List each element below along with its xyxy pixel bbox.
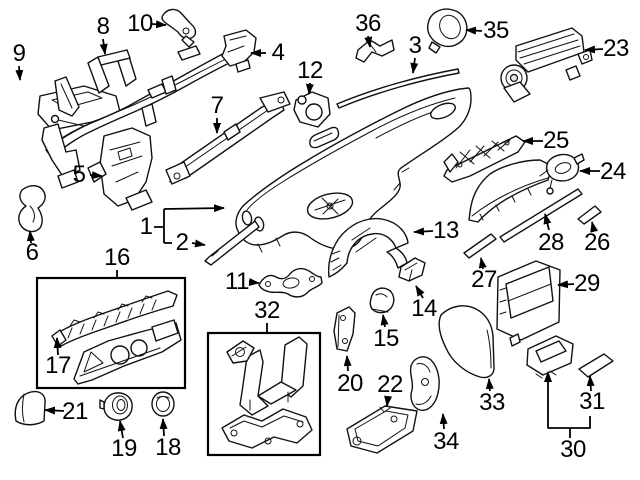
callout-31: 31 bbox=[579, 388, 605, 415]
part-15-end-cap bbox=[369, 287, 395, 314]
callout-16: 16 bbox=[104, 244, 130, 271]
callout-33: 33 bbox=[479, 389, 505, 416]
callout-28: 28 bbox=[538, 229, 564, 256]
part-9-trim-strip bbox=[54, 76, 80, 117]
callout-23: 23 bbox=[603, 35, 629, 62]
callout-4: 4 bbox=[271, 39, 285, 66]
part-35-vent-pod bbox=[426, 8, 468, 54]
part-11-support-bracket bbox=[258, 267, 323, 298]
callout-26: 26 bbox=[584, 229, 610, 256]
part-18-seal-ring bbox=[151, 391, 175, 417]
part-25-truss-bracket bbox=[443, 135, 526, 183]
part-33-console-side-panel bbox=[438, 305, 495, 379]
callout-11: 11 bbox=[225, 268, 249, 295]
part-20-side-bracket bbox=[333, 306, 356, 352]
part-36-clip bbox=[355, 39, 395, 63]
callout-25: 25 bbox=[543, 127, 569, 154]
callout-15: 15 bbox=[373, 325, 399, 352]
part-12-mount-plate bbox=[293, 91, 331, 128]
callout-17: 17 bbox=[45, 352, 71, 379]
part-34-side-trim bbox=[409, 356, 440, 411]
part-21-cover-cap bbox=[14, 390, 46, 426]
part-24-support-clamp bbox=[468, 153, 585, 223]
group-box-32 bbox=[206, 323, 322, 457]
part-27-trim-strip bbox=[463, 233, 497, 259]
part-19-grommet bbox=[99, 392, 133, 421]
callout-20: 20 bbox=[337, 370, 363, 397]
callout-21: 21 bbox=[62, 398, 88, 425]
part-2-trim-strip bbox=[204, 220, 260, 266]
part-17-glovebox-rail bbox=[51, 290, 178, 347]
callout-14: 14 bbox=[411, 295, 437, 322]
part-13-cluster-hood bbox=[327, 217, 409, 278]
part-28-trim-strip bbox=[499, 188, 583, 243]
callout-1: 1 bbox=[139, 213, 153, 240]
callout-13: 13 bbox=[433, 217, 459, 244]
callout-34: 34 bbox=[433, 428, 459, 455]
callout-29: 29 bbox=[574, 270, 600, 297]
part-6-bracket bbox=[18, 185, 46, 233]
part-14-corner-bracket bbox=[398, 257, 426, 282]
part-32-console-bracket bbox=[221, 336, 313, 449]
part-8-bracket bbox=[87, 49, 137, 94]
callout-10: 10 bbox=[127, 10, 153, 37]
part-5-bracket-panel bbox=[87, 127, 153, 211]
leader-lines bbox=[15, 20, 604, 439]
callout-9: 9 bbox=[12, 40, 26, 67]
part-1-instrument-panel bbox=[235, 87, 472, 253]
part-26-trim-strip bbox=[577, 205, 602, 225]
callout-18: 18 bbox=[155, 434, 181, 461]
callout-6: 6 bbox=[25, 239, 39, 266]
callout-32: 32 bbox=[254, 297, 280, 324]
callout-5: 5 bbox=[72, 161, 86, 188]
part-22-closeout-panel bbox=[346, 405, 418, 454]
callout-24: 24 bbox=[600, 158, 626, 185]
callout-22: 22 bbox=[377, 371, 403, 398]
callout-30: 30 bbox=[560, 436, 586, 463]
group-box-16 bbox=[35, 270, 187, 390]
callout-2: 2 bbox=[175, 229, 189, 256]
part-3-trim-strip bbox=[336, 68, 460, 109]
callout-19: 19 bbox=[111, 435, 137, 462]
part-10-bracket bbox=[161, 8, 197, 48]
callout-36: 36 bbox=[355, 10, 381, 37]
glovebox-trim-panel bbox=[73, 319, 182, 385]
callout-12: 12 bbox=[297, 57, 323, 84]
callout-8: 8 bbox=[96, 13, 110, 40]
part-31-insert-mat bbox=[578, 353, 614, 378]
part-30-storage-tray bbox=[526, 335, 574, 379]
callout-7: 7 bbox=[210, 92, 224, 119]
part-23-airbag-module bbox=[500, 27, 593, 103]
callout-3: 3 bbox=[408, 32, 422, 59]
callout-35: 35 bbox=[483, 17, 509, 44]
part-7-support-rail bbox=[165, 91, 291, 185]
part-29-center-stack-frame bbox=[496, 260, 561, 347]
callout-27: 27 bbox=[471, 266, 497, 293]
part-4-crossmember-beam bbox=[37, 29, 257, 189]
